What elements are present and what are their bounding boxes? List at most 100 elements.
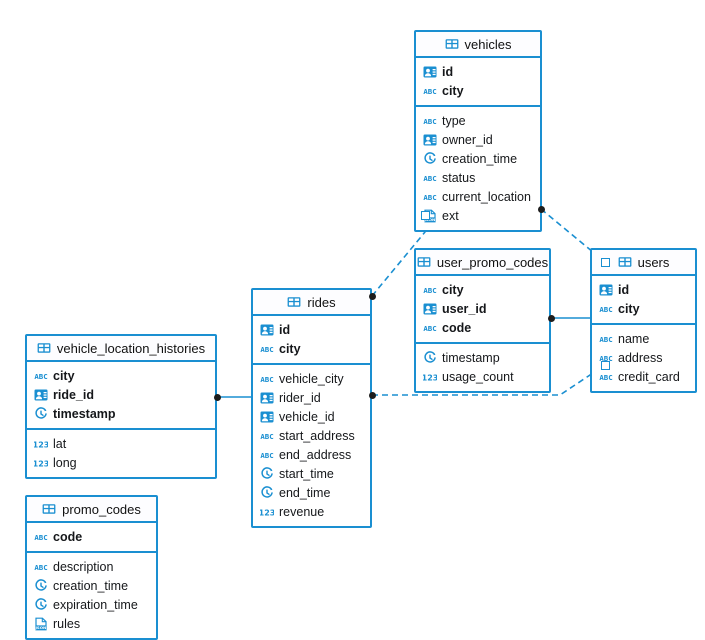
table-header-users[interactable]: users <box>592 250 695 276</box>
abc-icon: ABC <box>34 530 48 544</box>
column-label: city <box>279 341 301 356</box>
key-row-id[interactable]: id <box>253 320 370 339</box>
table-header-promo_codes[interactable]: promo_codes <box>27 497 156 523</box>
table-header-user_promo_codes[interactable]: user_promo_codes <box>416 250 549 276</box>
abc-icon: ABC <box>34 369 48 383</box>
column-label: id <box>279 322 291 337</box>
table-icon <box>42 502 56 516</box>
svg-text:ABC: ABC <box>34 563 47 572</box>
column-row-expiration_time[interactable]: expiration_time <box>27 595 156 614</box>
column-row-owner_id[interactable]: owner_id <box>416 130 540 149</box>
svg-text:ABC: ABC <box>599 305 612 314</box>
key-icon <box>260 323 274 337</box>
table-icon <box>618 255 632 269</box>
column-label: ride_id <box>53 387 94 402</box>
table-header-vehicle_location_histories[interactable]: vehicle_location_histories <box>27 336 215 362</box>
column-row-rider_id[interactable]: rider_id <box>253 388 370 407</box>
column-label: timestamp <box>442 350 500 365</box>
key-row-id[interactable]: id <box>592 280 695 299</box>
column-label: credit_card <box>618 369 680 384</box>
column-row-end_address[interactable]: ABC end_address <box>253 445 370 464</box>
column-row-long[interactable]: 123 long <box>27 453 215 472</box>
key-row-city[interactable]: ABC city <box>253 339 370 358</box>
column-label: long <box>53 455 77 470</box>
column-label: usage_count <box>442 369 514 384</box>
svg-text:123: 123 <box>260 508 274 517</box>
svg-text:ABC: ABC <box>423 193 436 202</box>
key-row-code[interactable]: ABC code <box>416 318 549 337</box>
column-row-start_time[interactable]: start_time <box>253 464 370 483</box>
clock-icon <box>423 151 437 166</box>
key-row-user_id[interactable]: user_id <box>416 299 549 318</box>
column-label: end_address <box>279 447 352 462</box>
clock-icon <box>34 406 48 421</box>
column-row-creation_time[interactable]: creation_time <box>416 149 540 168</box>
column-row-usage_count[interactable]: 123 usage_count <box>416 367 549 386</box>
svg-text:ABC: ABC <box>34 533 47 542</box>
abc-icon: ABC <box>260 342 274 356</box>
table-header-rides[interactable]: rides <box>253 290 370 316</box>
abc-icon: ABC <box>423 190 437 204</box>
abc-icon: ABC <box>599 332 613 346</box>
relationship-endpoint-vehicle_location_histories-rides-start <box>213 393 221 401</box>
key-row-timestamp[interactable]: timestamp <box>27 404 215 423</box>
svg-text:ABC: ABC <box>423 117 436 126</box>
abc-icon: ABC <box>599 351 613 365</box>
svg-text:ABC: ABC <box>260 345 273 354</box>
clock-icon <box>260 466 274 481</box>
relationship-endpoint-rides-users-start <box>368 391 376 399</box>
svg-text:123: 123 <box>423 373 437 382</box>
table-title: vehicles <box>464 36 512 52</box>
key-row-id[interactable]: id <box>416 62 540 81</box>
column-label: rider_id <box>279 390 321 405</box>
svg-text:ABC: ABC <box>260 375 273 384</box>
key-row-ride_id[interactable]: ride_id <box>27 385 215 404</box>
column-row-end_time[interactable]: end_time <box>253 483 370 502</box>
column-row-timestamp[interactable]: timestamp <box>416 348 549 367</box>
column-row-creation_time[interactable]: creation_time <box>27 576 156 595</box>
column-row-address[interactable]: ABC address <box>592 348 695 367</box>
column-label: code <box>442 320 472 335</box>
column-row-vehicle_id[interactable]: vehicle_id <box>253 407 370 426</box>
svg-text:123: 123 <box>34 459 48 468</box>
column-label: start_address <box>279 428 355 443</box>
svg-text:ABC: ABC <box>599 354 612 363</box>
key-icon <box>423 302 437 316</box>
abc-icon: ABC <box>423 171 437 185</box>
key-icon <box>599 283 613 297</box>
column-label: creation_time <box>442 151 518 166</box>
column-label: city <box>442 282 464 297</box>
abc-icon: ABC <box>260 448 274 462</box>
column-label: creation_time <box>53 578 129 593</box>
key-icon <box>260 391 274 405</box>
svg-text:ABC: ABC <box>423 324 436 333</box>
table-header-vehicles[interactable]: vehicles <box>416 32 540 58</box>
column-label: address <box>618 350 663 365</box>
